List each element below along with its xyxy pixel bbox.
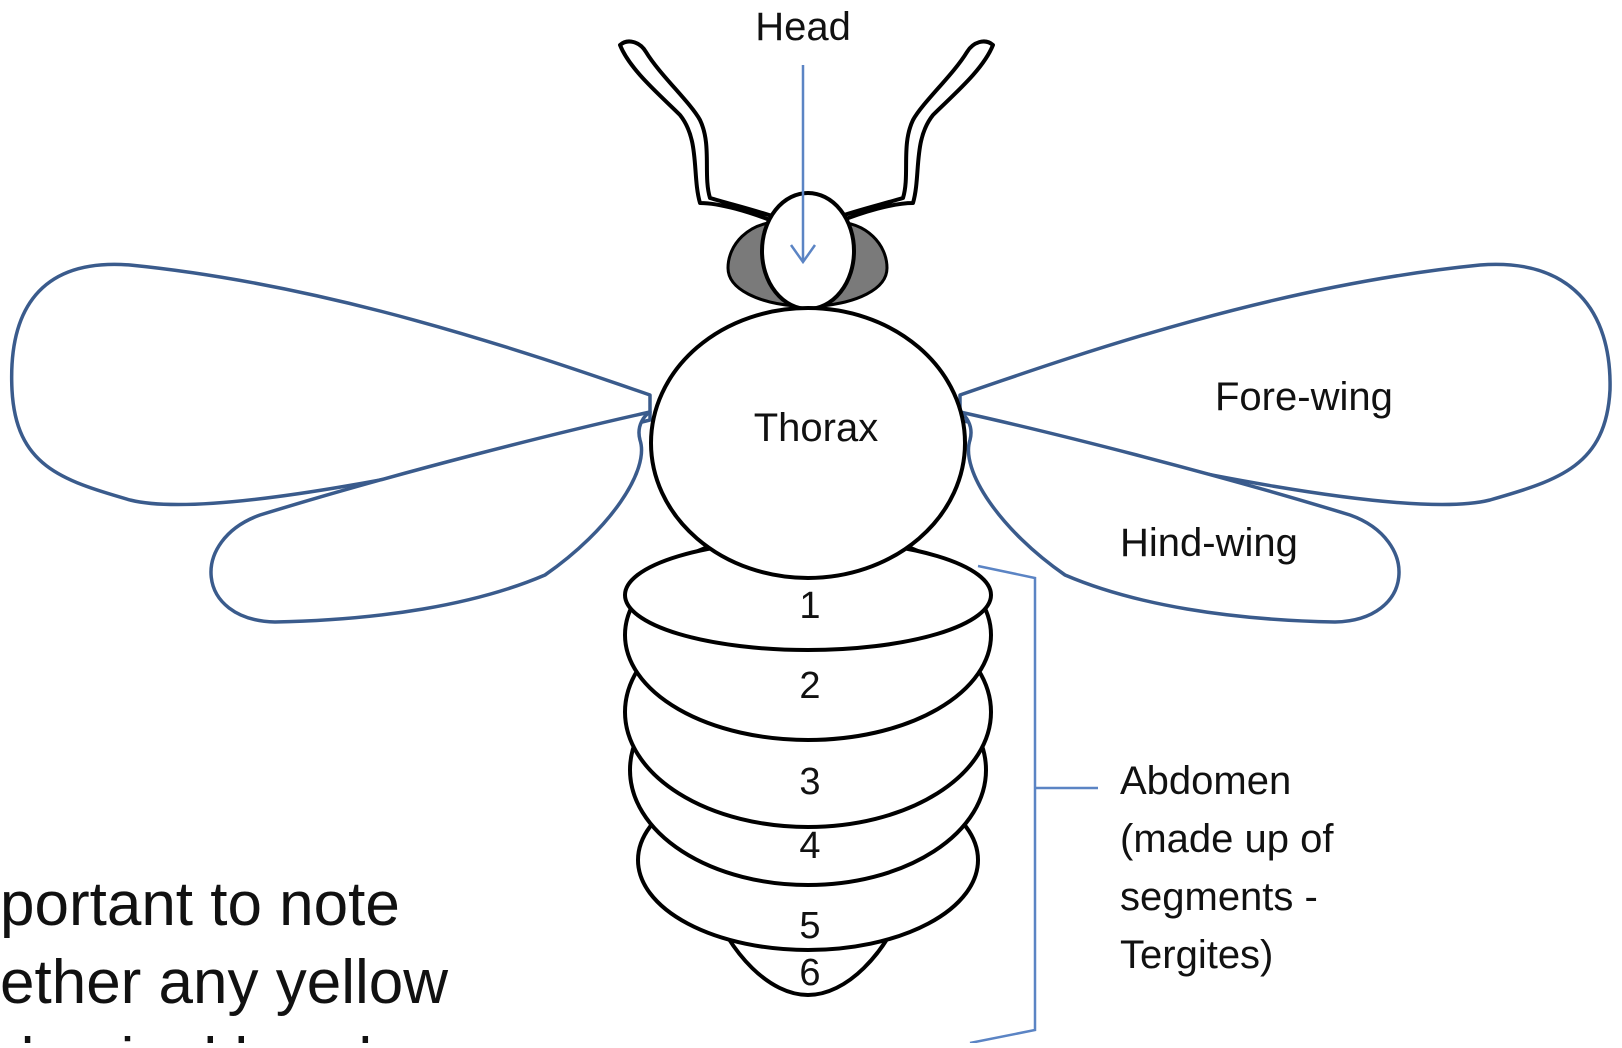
abdomen-label: Abdomen (made up of segments - Tergites) [1120, 759, 1334, 977]
head-label: Head [755, 5, 851, 49]
left-antenna [620, 41, 778, 222]
segment-number-5: 5 [799, 905, 820, 947]
abdomen-label-line-4: Tergites) [1120, 933, 1273, 977]
note-line-1: portant to note [0, 870, 400, 939]
right-antenna [835, 41, 993, 222]
segment-number-3: 3 [799, 761, 820, 803]
hind-wing-label: Hind-wing [1120, 521, 1298, 565]
note-line-3: dominal band [0, 1026, 372, 1043]
head-shape [762, 193, 854, 309]
segment-number-1: 1 [799, 585, 820, 627]
cropped-note: portant to note ether any yellow dominal… [0, 870, 448, 1043]
abdomen-label-line-2: (made up of [1120, 817, 1334, 861]
abdomen-label-line-3: segments - [1120, 875, 1318, 919]
thorax-label: Thorax [754, 406, 879, 450]
segment-number-6: 6 [799, 952, 820, 994]
segment-number-2: 2 [799, 665, 820, 707]
fore-wing-label: Fore-wing [1215, 375, 1393, 419]
note-line-2: ether any yellow [0, 948, 448, 1017]
abdomen-label-line-1: Abdomen [1120, 759, 1291, 803]
segment-number-4: 4 [799, 825, 820, 867]
